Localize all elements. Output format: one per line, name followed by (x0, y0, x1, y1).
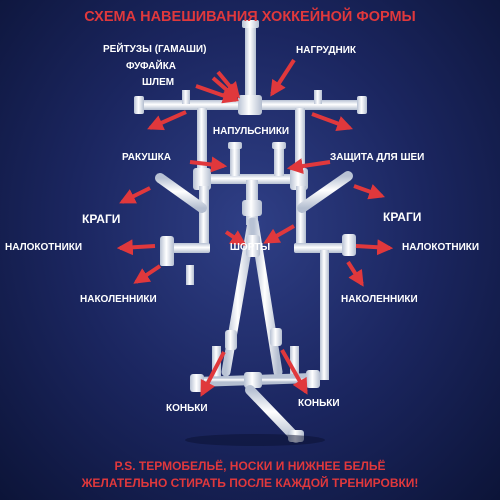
label-elbow-left: НАЛОКОТНИКИ (5, 242, 83, 253)
label-skates-right: КОНЬКИ (298, 398, 340, 409)
footnote-line-1: P.S. ТЕРМОБЕЛЬЁ, НОСКИ И НИЖНЕЕ БЕЛЬЁ (114, 459, 386, 473)
diagram-title: СХЕМА НАВЕШИВАНИЯ ХОККЕЙНОЙ ФОРМЫ (84, 9, 416, 25)
label-pants: РЕЙТУЗЫ (ГАМАШИ) (103, 44, 207, 55)
label-elbow-right: НАЛОКОТНИКИ (402, 242, 480, 253)
label-knee-left: НАКОЛЕННИКИ (80, 294, 157, 305)
footnote-line-2: ЖЕЛАТЕЛЬНО СТИРАТЬ ПОСЛЕ КАЖДОЙ ТРЕНИРОВ… (81, 476, 419, 490)
label-chest: НАГРУДНИК (296, 45, 356, 56)
pvc-rack (134, 20, 367, 446)
label-skates-left: КОНЬКИ (166, 403, 208, 414)
label-wrist: НАПУЛЬСНИКИ (212, 126, 290, 137)
label-neck: ЗАЩИТА ДЛЯ ШЕИ (330, 152, 425, 163)
label-gloves-right: КРАГИ (383, 210, 422, 224)
label-cup: РАКУШКА (122, 152, 171, 163)
label-shorts: ШОРТЫ (229, 242, 271, 253)
label-gloves-left: КРАГИ (82, 212, 121, 226)
label-knee-right: НАКОЛЕННИКИ (341, 294, 418, 305)
pointer-arrows (116, 58, 394, 397)
label-jersey: ФУФАЙКА (126, 61, 177, 72)
label-helmet: ШЛЕМ (142, 77, 175, 88)
